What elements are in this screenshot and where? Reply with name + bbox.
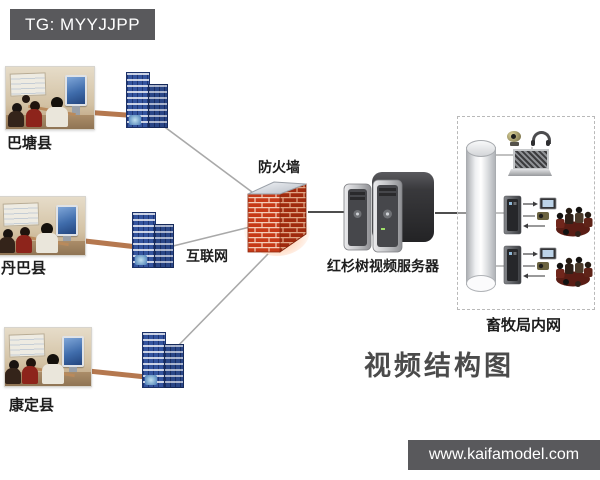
video-server-icon xyxy=(343,172,434,253)
server-label: 红杉树视频服务器 xyxy=(327,258,439,274)
top-watermark-banner: TG: MYYJJPP xyxy=(10,9,156,40)
office-building-icon xyxy=(140,330,186,388)
meeting-room-photo-batang xyxy=(5,66,95,130)
whiteboard xyxy=(8,333,46,358)
site-label-batang: 巴塘县 xyxy=(7,135,53,152)
internet-label: 互联网 xyxy=(186,248,228,264)
firewall-icon xyxy=(244,181,310,256)
intranet-label: 畜牧局内网 xyxy=(486,317,562,334)
person-silhouette xyxy=(51,97,63,109)
office-building-icon xyxy=(130,210,176,268)
meeting-room-photo-kangding xyxy=(4,327,92,387)
headset-icon xyxy=(531,131,551,146)
site-label-danba: 丹巴县 xyxy=(1,260,47,277)
whiteboard xyxy=(9,72,47,97)
person-silhouette xyxy=(22,95,30,103)
video-screen xyxy=(65,75,87,106)
workstation-group-icon xyxy=(503,245,593,287)
person-silhouette xyxy=(3,229,13,239)
bottom-watermark-text: www.kaifamodel.com xyxy=(428,446,580,463)
person-silhouette xyxy=(12,103,22,113)
top-watermark-text: TG: MYYJJPP xyxy=(25,14,141,34)
video-screen xyxy=(62,336,84,367)
workstation-group-icon xyxy=(503,195,593,237)
laptop-icon xyxy=(508,149,552,177)
backbone-cylinder-icon xyxy=(466,140,496,292)
person-silhouette xyxy=(9,360,19,370)
diagram-title: 视频结构图 xyxy=(364,351,514,381)
person-silhouette xyxy=(47,354,59,366)
video-screen xyxy=(56,205,78,236)
meeting-room-photo-danba xyxy=(0,196,86,256)
bottom-watermark-banner: www.kaifamodel.com xyxy=(408,440,600,470)
webcam-icon xyxy=(505,130,525,147)
site-label-kangding: 康定县 xyxy=(9,397,55,414)
person-silhouette xyxy=(20,227,30,237)
whiteboard xyxy=(2,202,40,227)
person-silhouette xyxy=(30,101,40,111)
person-silhouette xyxy=(41,223,53,235)
person-silhouette xyxy=(26,358,36,368)
firewall-label: 防火墙 xyxy=(258,159,300,175)
office-building-icon xyxy=(124,70,170,128)
